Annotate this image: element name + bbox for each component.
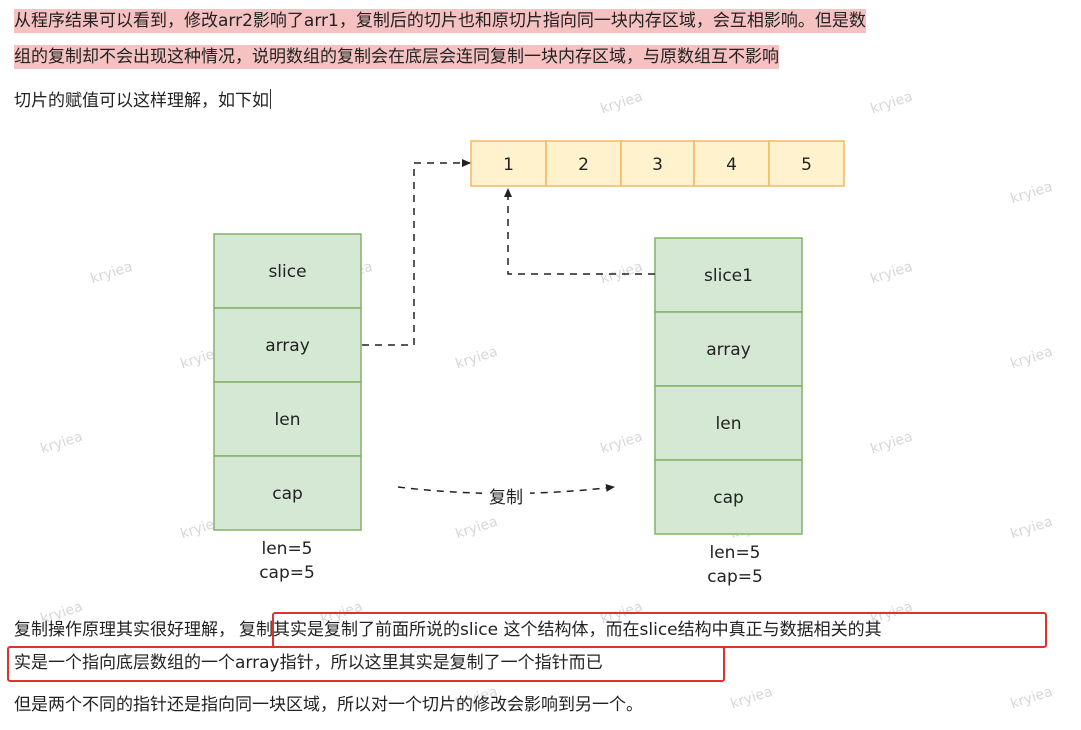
paragraph-4: 但是两个不同的指针还是指向同一块区域，所以对一个切片的修改会影响到另一个。 <box>14 690 643 720</box>
paragraph-3-line-2: 实是一个指向底层数组的一个array指针，所以这里其实是复制了一个指针而已 <box>14 648 603 678</box>
text-cursor <box>270 89 271 109</box>
paragraph-3-prefix: 复制操作原理其实很好理解， <box>14 620 235 640</box>
array-cell <box>620 140 695 187</box>
struct-field-label: cap <box>713 488 744 508</box>
struct-field-box <box>213 455 362 531</box>
paragraph-3-boxed-2: 实是一个指向底层数组的一个array指针，所以这里其实是复制了一个指针而已 <box>14 653 603 673</box>
right-slice-pointer-arrow <box>504 188 655 275</box>
struct-field-box <box>213 381 362 457</box>
slice-struct-left: slice array len cap <box>213 233 362 531</box>
copy-label: 复制 <box>489 488 523 508</box>
right-caption-cap: cap=5 <box>707 567 763 587</box>
left-array-pointer-arrow <box>362 159 471 346</box>
paragraph-2[interactable]: 切片的赋值可以这样理解，如下如 <box>14 86 271 116</box>
struct-field-label: slice1 <box>704 266 753 286</box>
left-caption-cap: cap=5 <box>259 563 315 583</box>
struct-field-box <box>654 385 803 461</box>
array-cell <box>470 140 547 187</box>
underlying-array: 1 2 3 4 5 <box>470 140 845 187</box>
paragraph-3-line-1: 复制操作原理其实很好理解，复制其实是复制了前面所说的slice 这个结构体，而在… <box>14 615 882 645</box>
struct-field-label: array <box>706 340 751 360</box>
struct-field-label: cap <box>272 484 303 504</box>
paragraph-4-text: 但是两个不同的指针还是指向同一块区域，所以对一个切片的修改会影响到另一个。 <box>14 695 643 715</box>
array-cell-value: 4 <box>726 155 737 175</box>
slice-struct-right: slice1 array len cap <box>654 237 803 535</box>
highlight-box-line-2 <box>7 646 725 682</box>
struct-field-label: len <box>716 414 742 434</box>
paragraph-3-boxed-1: 复制其实是复制了前面所说的slice 这个结构体，而在slice结构中真正与数据… <box>239 620 882 640</box>
array-cell-value: 2 <box>578 155 589 175</box>
paragraph-2-text: 切片的赋值可以这样理解，如下如 <box>14 91 269 111</box>
array-cell <box>768 140 845 187</box>
struct-field-label: len <box>275 410 301 430</box>
struct-field-box <box>654 459 803 535</box>
struct-field-label: slice <box>268 262 306 282</box>
array-cell-value: 1 <box>503 155 514 175</box>
struct-field-box <box>654 237 803 313</box>
left-caption-len: len=5 <box>261 539 312 559</box>
paragraph-1-line-2: 组的复制却不会出现这种情况，说明数组的复制会在底层会连同复制一块内存区域，与原数… <box>14 45 779 69</box>
array-cell-value: 3 <box>652 155 663 175</box>
struct-field-label: array <box>265 336 310 356</box>
array-cell <box>545 140 622 187</box>
struct-field-box <box>654 311 803 387</box>
right-caption-len: len=5 <box>709 543 760 563</box>
paragraph-1-line-1: 从程序结果可以看到，修改arr2影响了arr1，复制后的切片也和原切片指向同一块… <box>14 9 866 33</box>
array-cell-value: 5 <box>801 155 812 175</box>
